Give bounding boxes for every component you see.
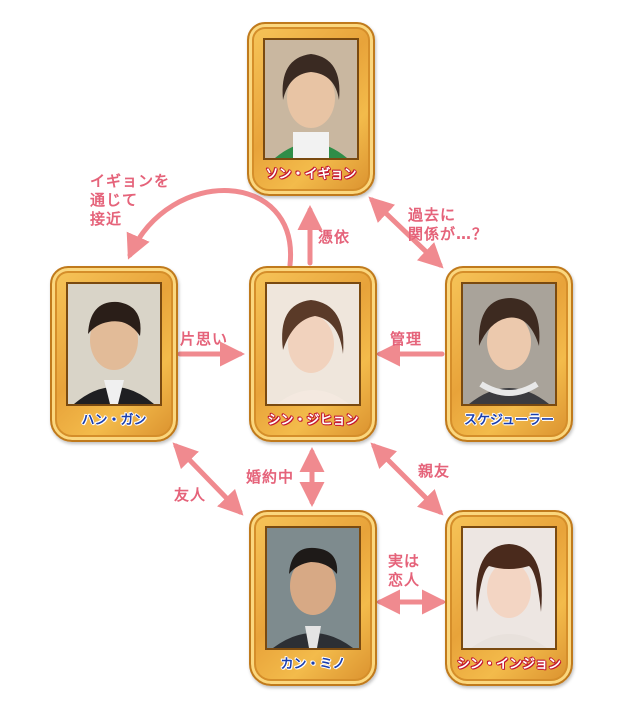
label-best-friend: 親友 (418, 462, 451, 480)
arrow-through-igyeon (126, 188, 293, 268)
name-shin-jihyeon: シン・ジヒョン (267, 413, 359, 428)
label-possessed: 憑依 (318, 228, 351, 246)
name-shin-injeong: シン・インジョン (456, 657, 561, 672)
name-scheduler: スケジューラー (463, 413, 555, 428)
arrow-friends (172, 442, 244, 516)
label-manages: 管理 (390, 330, 423, 348)
name-han-gang: ハン・ガン (81, 413, 147, 428)
label-past-relation: 過去に 関係が…？ (408, 206, 489, 243)
photo-song-igyeon (263, 38, 359, 160)
photo-shin-jihyeon (265, 282, 361, 406)
label-engaged: 婚約中 (246, 468, 295, 486)
name-kang-mino: カン・ミノ (280, 657, 346, 672)
arrow-past-relation (368, 196, 444, 269)
portrait-shin-injeong[interactable]: シン・インジョン (445, 510, 573, 686)
photo-shin-injeong (461, 526, 557, 650)
portrait-shin-jihyeon[interactable]: シン・ジヒョン (249, 266, 377, 442)
woman-portrait-icon (463, 528, 555, 648)
portrait-song-igyeon[interactable]: ソン・イギョン (247, 22, 375, 196)
label-through-igyeon: イギョンを 通じて 接近 (90, 172, 171, 228)
man-portrait-icon (68, 284, 160, 404)
photo-han-gang (66, 282, 162, 406)
woman-portrait-icon (265, 40, 357, 158)
arrow-best-friend (370, 442, 444, 516)
portrait-scheduler[interactable]: スケジューラー (445, 266, 573, 442)
portrait-kang-mino[interactable]: カン・ミノ (249, 510, 377, 686)
label-one-sided-love: 片思い (180, 330, 229, 348)
label-actually-lovers: 実は 恋人 (388, 552, 421, 589)
woman-portrait-icon (267, 284, 359, 404)
photo-kang-mino (265, 526, 361, 650)
man-portrait-icon (463, 284, 555, 404)
name-song-igyeon: ソン・イギョン (265, 167, 357, 182)
photo-scheduler (461, 282, 557, 406)
portrait-han-gang[interactable]: ハン・ガン (50, 266, 178, 442)
man-portrait-icon (267, 528, 359, 648)
label-friends: 友人 (174, 486, 207, 504)
